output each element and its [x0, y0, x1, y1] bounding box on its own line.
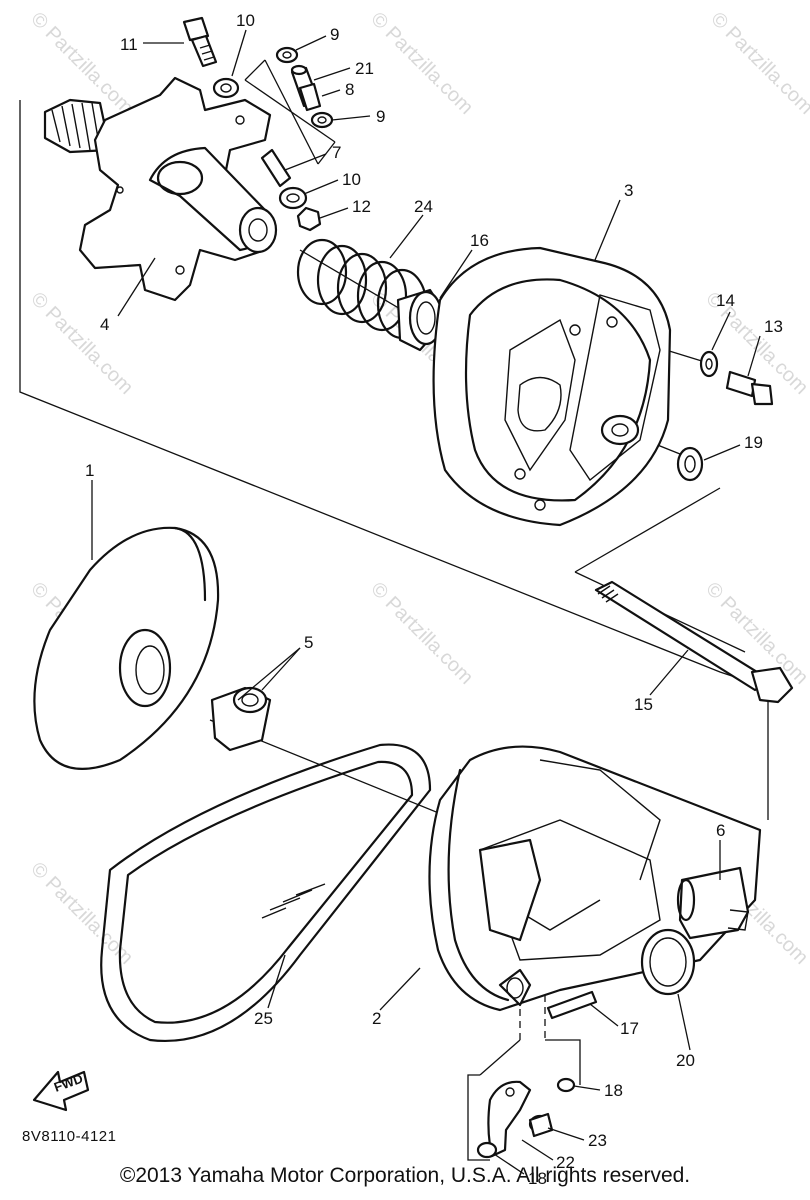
hardware-right — [676, 350, 774, 482]
callout-17: 17 — [620, 1019, 639, 1038]
callout-10: 10 — [236, 11, 255, 30]
callout-20: 20 — [676, 1051, 695, 1070]
watermark: © Partzilla.com — [706, 8, 810, 119]
fwd-arrow: FWD — [32, 1071, 90, 1112]
weight-group — [476, 1077, 576, 1159]
small-hardware-top — [212, 46, 334, 232]
callout-12: 12 — [352, 197, 371, 216]
callout-13: 13 — [764, 317, 783, 336]
callout-18: 18 — [528, 1169, 547, 1188]
bushing-16 — [396, 288, 450, 352]
callout-15: 15 — [634, 695, 653, 714]
fixed-sheave-1 — [33, 526, 220, 771]
bolt-11 — [182, 16, 218, 68]
pin-17 — [546, 990, 598, 1020]
spider-assembly — [43, 76, 278, 302]
slider-6 — [676, 866, 750, 940]
watermark: © Partzilla.com — [26, 288, 137, 399]
callout-16: 16 — [470, 231, 489, 250]
diagram-code: 8V8110-4121 — [22, 1128, 117, 1145]
drive-belt-25 — [100, 743, 432, 1042]
callout-22: 22 — [556, 1153, 575, 1172]
cover-3 — [432, 246, 672, 527]
callout-14: 14 — [716, 291, 735, 310]
callout-7: 7 — [332, 143, 341, 162]
callout-9: 9 — [330, 25, 339, 44]
leader-lines — [91, 29, 761, 1175]
bolt-15 — [594, 580, 794, 704]
callout-11: 11 — [120, 35, 138, 54]
callout-19: 19 — [744, 433, 763, 452]
callout-8: 8 — [345, 80, 354, 99]
watermark: © Partzilla.com — [366, 578, 477, 689]
watermark: © Partzilla.com — [366, 8, 477, 119]
callout-9: 9 — [376, 107, 385, 126]
callout-10: 10 — [342, 170, 361, 189]
callout-1: 1 — [85, 461, 94, 480]
callout-3: 3 — [624, 181, 633, 200]
callout-5: 5 — [304, 633, 313, 652]
seal-20 — [640, 928, 696, 996]
callouts: 11 10 9 21 8 9 7 10 12 24 16 3 4 14 13 1… — [85, 11, 783, 1188]
callout-2: 2 — [372, 1009, 381, 1028]
callout-25: 25 — [254, 1009, 273, 1028]
bushing-5 — [210, 686, 272, 752]
copyright-notice: ©2013 Yamaha Motor Corporation, U.S.A. A… — [119, 1164, 691, 1187]
callout-6: 6 — [716, 821, 725, 840]
callout-23: 23 — [588, 1131, 607, 1150]
callout-24: 24 — [414, 197, 433, 216]
callout-18: 18 — [604, 1081, 623, 1100]
callout-21: 21 — [355, 59, 374, 78]
callout-4: 4 — [100, 315, 109, 334]
